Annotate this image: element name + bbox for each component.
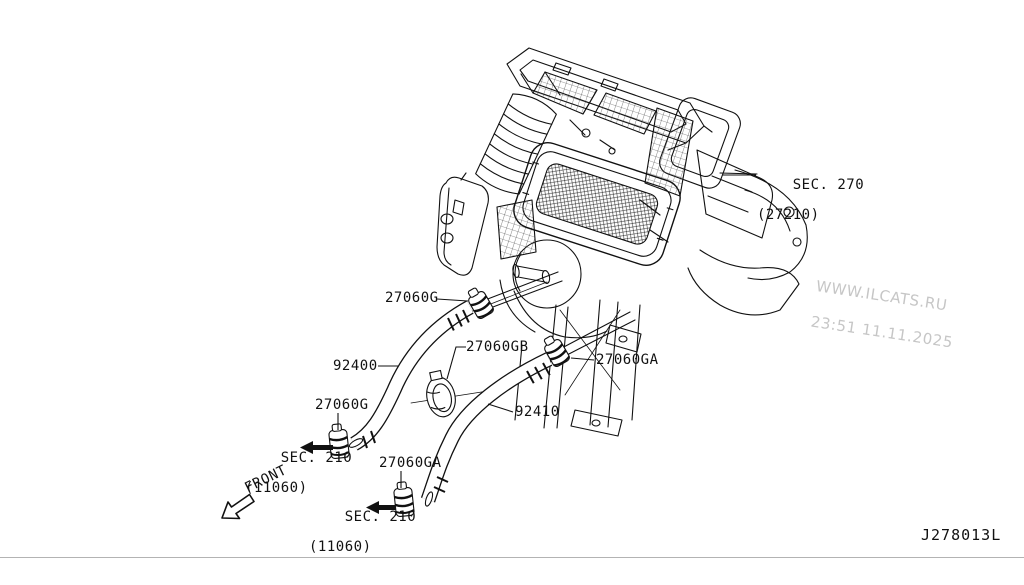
callout-sec210-left-sub: (11060) xyxy=(245,480,308,496)
heater-hose-92410 xyxy=(420,352,553,507)
callout-27060ga-lower: 27060GA xyxy=(379,455,442,471)
joint-27060gb xyxy=(426,369,456,418)
watermark-timestamp: 23:51 11.11.2025 xyxy=(809,312,955,352)
callout-27060g-lower: 27060G xyxy=(315,397,369,413)
watermark-site: WWW.ILCATS.RU xyxy=(814,276,949,315)
callout-sec210-bottom: SEC. 210 (11060) xyxy=(309,495,416,585)
evaporator-grid xyxy=(496,199,537,260)
right-side-housing xyxy=(569,107,808,316)
blower-housing-drum xyxy=(475,93,557,195)
callout-sec210-left-text: SEC. 210 xyxy=(280,450,353,466)
callout-sec210-bottom-sub: (11060) xyxy=(309,539,372,555)
bottom-divider xyxy=(0,557,1024,558)
callout-27060g-upper: 27060G xyxy=(385,290,439,306)
callout-sec270-sub: (27210) xyxy=(757,207,820,223)
clamp-27060g-upper xyxy=(467,287,495,319)
sec210-bottom-arrow xyxy=(366,501,396,514)
callout-sec210-bottom-text: SEC. 210 xyxy=(344,509,417,525)
clamp-27060ga-upper xyxy=(543,335,571,367)
callout-sec270: SEC. 270 (27210) xyxy=(757,163,864,253)
front-arrow xyxy=(221,493,255,520)
heater-core-bezel xyxy=(513,142,681,266)
callout-sec210-left: SEC. 210 (11060) xyxy=(245,436,352,526)
heater-hose-92400 xyxy=(348,300,474,451)
air-intake-frame xyxy=(506,47,741,189)
hoses xyxy=(348,300,553,507)
section-arrows xyxy=(300,441,396,514)
callout-27060gb: 27060GB xyxy=(466,339,529,355)
heater-unit-line-drawing xyxy=(221,47,808,520)
clamp-27060ga-lower xyxy=(393,481,415,518)
leader-lines xyxy=(337,174,756,488)
diagram-code: J278013L xyxy=(921,526,1002,544)
callout-27060ga-upper: 27060GA xyxy=(596,352,659,368)
callout-92400: 92400 xyxy=(333,358,378,374)
heater-unit-assembly xyxy=(410,47,808,437)
sec210-left-arrow xyxy=(300,441,333,454)
callout-92410: 92410 xyxy=(515,404,560,420)
side-tank xyxy=(436,172,489,276)
parts-diagram: SEC. 270 (27210) 27060G 92400 27060GB 27… xyxy=(0,47,1024,558)
callout-sec270-text: SEC. 270 xyxy=(792,177,865,193)
